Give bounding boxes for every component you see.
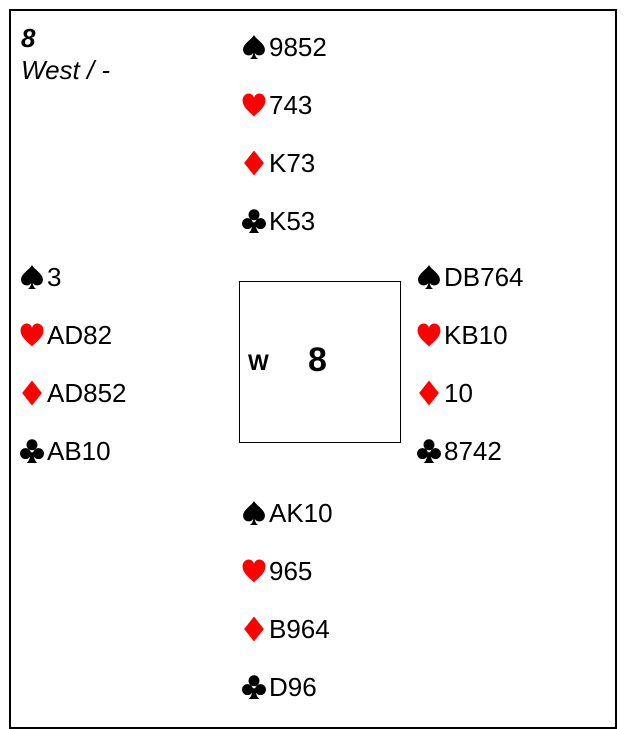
south-hearts-row: 965 <box>241 542 333 600</box>
west-spades-cards: 3 <box>47 261 62 292</box>
north-spades-cards: 9852 <box>269 31 327 62</box>
center-board-number: 8 <box>308 341 327 379</box>
east-diamonds-row: 10 <box>416 364 524 422</box>
north-hearts-cards: 743 <box>269 89 313 120</box>
west-hearts-cards: AD82 <box>47 319 113 350</box>
diamond-icon <box>241 616 267 642</box>
south-clubs-row: D96 <box>241 658 333 716</box>
east-hearts-cards: KB10 <box>444 319 508 350</box>
spade-icon <box>241 34 267 60</box>
east-spades-cards: DB764 <box>444 261 524 292</box>
south-hand: AK10 965 B964 D96 <box>241 484 333 716</box>
north-hand: 9852 743 K73 K53 <box>241 18 327 250</box>
west-hand: 3 AD82 AD852 AB10 <box>19 248 127 480</box>
dealer-marker: W <box>248 350 269 375</box>
west-clubs-row: AB10 <box>19 422 127 480</box>
board-info: 8 West / - <box>21 22 110 86</box>
spade-icon <box>241 500 267 526</box>
south-clubs-cards: D96 <box>269 671 317 702</box>
east-diamonds-cards: 10 <box>444 377 473 408</box>
south-spades-cards: AK10 <box>269 497 333 528</box>
heart-icon <box>241 558 267 584</box>
heart-icon <box>241 92 267 118</box>
west-clubs-cards: AB10 <box>47 435 111 466</box>
club-icon <box>416 438 442 464</box>
west-diamonds-cards: AD852 <box>47 377 127 408</box>
north-spades-row: 9852 <box>241 18 327 76</box>
east-spades-row: DB764 <box>416 248 524 306</box>
north-diamonds-row: K73 <box>241 134 327 192</box>
heart-icon <box>416 322 442 348</box>
south-hearts-cards: 965 <box>269 555 313 586</box>
east-clubs-row: 8742 <box>416 422 524 480</box>
diamond-icon <box>241 150 267 176</box>
dealer-vulnerability: West / - <box>21 55 111 85</box>
diamond-icon <box>19 380 45 406</box>
spade-icon <box>416 264 442 290</box>
table-center: W 8 <box>239 281 401 443</box>
diamond-icon <box>416 380 442 406</box>
south-spades-row: AK10 <box>241 484 333 542</box>
west-diamonds-row: AD852 <box>19 364 127 422</box>
north-clubs-cards: K53 <box>269 205 316 236</box>
heart-icon <box>19 322 45 348</box>
club-icon <box>241 208 267 234</box>
spade-icon <box>19 264 45 290</box>
north-hearts-row: 743 <box>241 76 327 134</box>
south-diamonds-cards: B964 <box>269 613 330 644</box>
south-diamonds-row: B964 <box>241 600 333 658</box>
board-number: 8 <box>21 23 36 53</box>
west-hearts-row: AD82 <box>19 306 127 364</box>
north-diamonds-cards: K73 <box>269 147 316 178</box>
club-icon <box>19 438 45 464</box>
east-clubs-cards: 8742 <box>444 435 502 466</box>
club-icon <box>241 674 267 700</box>
east-hearts-row: KB10 <box>416 306 524 364</box>
east-hand: DB764 KB10 10 8742 <box>416 248 524 480</box>
north-clubs-row: K53 <box>241 192 327 250</box>
west-spades-row: 3 <box>19 248 127 306</box>
